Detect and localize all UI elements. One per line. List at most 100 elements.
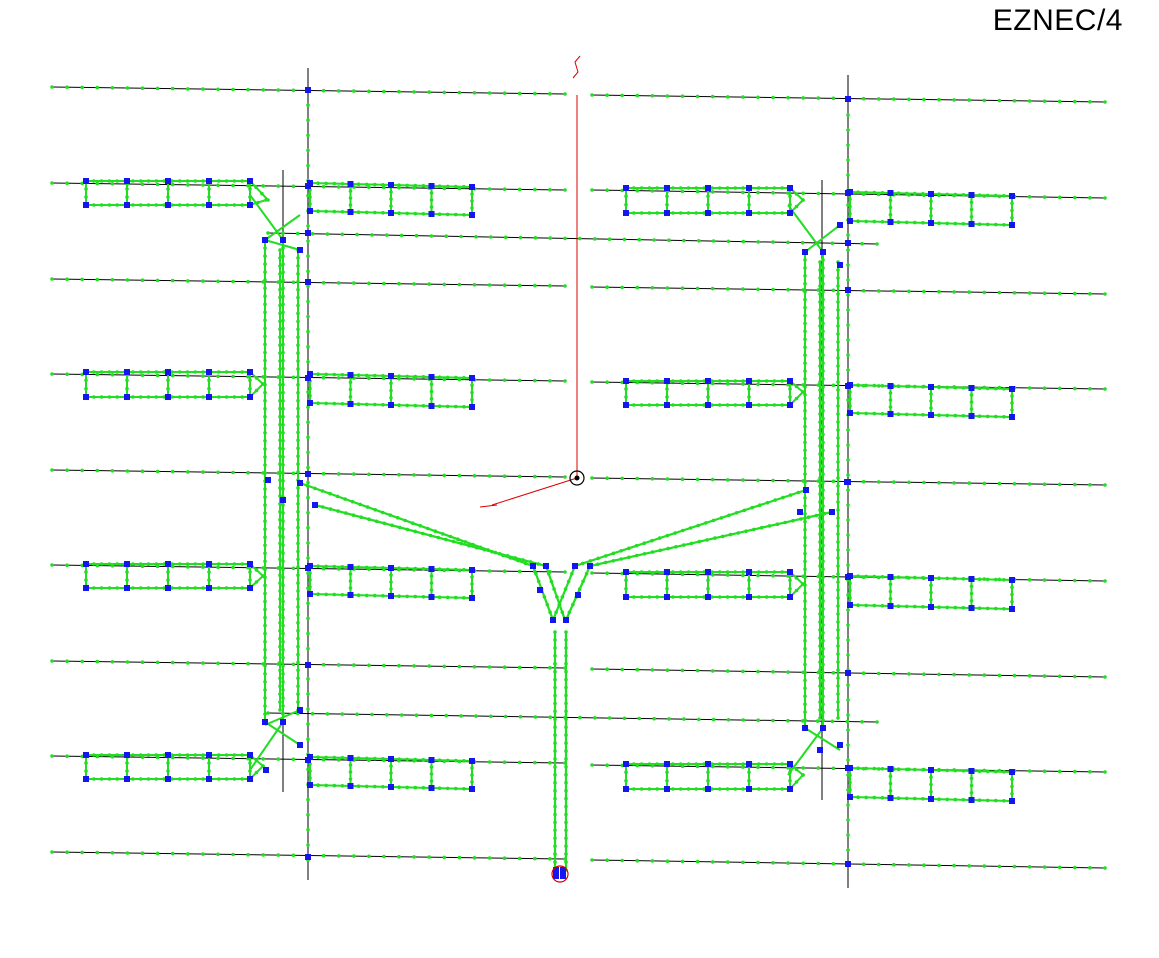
segment-dot [848, 788, 852, 792]
segment-dot [741, 718, 746, 722]
segment-dot [836, 652, 840, 656]
segment-dot [291, 662, 296, 667]
segment-dot [486, 548, 490, 552]
segment-dot [428, 533, 433, 538]
segment-dot [801, 861, 805, 866]
segment-dot [896, 412, 901, 417]
segment-dot [278, 327, 282, 332]
segment-dot [818, 364, 822, 368]
segment-dot [816, 288, 821, 292]
segment-dot [622, 237, 627, 242]
junction-square [705, 210, 711, 216]
segment-dot [276, 88, 281, 92]
junction-square [829, 509, 835, 515]
junction-square [664, 594, 670, 600]
segment-dot [624, 194, 628, 199]
segment-dot [605, 763, 609, 767]
segment-dot [278, 470, 282, 474]
segment-dot [348, 395, 353, 399]
segment-dot [281, 487, 285, 491]
segment-dot [706, 387, 710, 391]
segment-dot [982, 864, 987, 868]
segment-dot [741, 570, 745, 574]
segment-dot [710, 573, 715, 577]
segment-dot [678, 186, 683, 190]
segment-dot [803, 686, 807, 691]
segment-dot [413, 529, 417, 534]
segment-dot [864, 766, 868, 771]
segment-dot [177, 562, 182, 566]
segment-dot [201, 586, 205, 590]
segment-dot [803, 337, 807, 342]
segment-dot [953, 605, 958, 610]
segment-dot [655, 403, 659, 407]
segment-dot [246, 852, 250, 857]
segment-dot [296, 272, 300, 276]
segment-dot [429, 397, 434, 401]
junction-square [165, 202, 171, 208]
segment-dot [922, 863, 926, 867]
segment-dot [263, 704, 267, 708]
segment-dot [340, 712, 345, 716]
segment-dot [694, 211, 699, 215]
segment-dot [296, 398, 300, 403]
segment-dot [281, 639, 285, 644]
segment-dot [138, 753, 143, 757]
segment-dot [278, 454, 282, 459]
segment-dot [367, 89, 371, 94]
segment-dot [437, 595, 442, 599]
segment-dot [590, 763, 594, 767]
segment-dot [138, 777, 143, 781]
junction-square [280, 237, 286, 243]
segment-dot [95, 659, 100, 664]
segment-dot [232, 370, 237, 374]
junction-square [968, 413, 975, 419]
segment-dot [969, 400, 974, 404]
segment-dot [278, 287, 282, 292]
segment-dot [650, 572, 655, 576]
segment-dot [107, 753, 112, 757]
segment-dot [276, 853, 281, 857]
segment-dot [320, 505, 325, 509]
segment-dot [281, 575, 285, 580]
segment-dot [799, 517, 803, 521]
segment-dot [95, 754, 100, 759]
segment-dot [848, 404, 852, 408]
segment-dot [92, 562, 96, 566]
segment-dot [421, 567, 426, 571]
segment-dot [639, 787, 644, 791]
segment-dot [846, 533, 850, 537]
segment-dot [110, 469, 115, 473]
segment-dot [818, 372, 822, 376]
segment-dot [281, 623, 285, 628]
segment-dot [695, 94, 700, 99]
segment-dot [846, 518, 850, 522]
segment-dot [444, 713, 449, 718]
junction-square [845, 670, 851, 676]
segment-dot [553, 630, 557, 634]
segment-dot [771, 95, 775, 100]
segment-dot [982, 194, 987, 198]
segment-dot [821, 313, 825, 318]
segment-dot [711, 518, 716, 523]
segment-dot [502, 474, 507, 479]
junction-square [664, 786, 670, 792]
segment-dot [967, 864, 971, 868]
segment-dot [733, 595, 738, 599]
segment-dot [786, 95, 790, 100]
junction-square [305, 279, 311, 285]
segment-dot [217, 753, 221, 757]
segment-dot [263, 559, 267, 564]
segment-dot [961, 606, 966, 610]
segment-dot [344, 511, 348, 515]
segment-dot [359, 515, 364, 519]
segment-dot [65, 181, 69, 185]
segment-dot [771, 670, 775, 674]
segment-dot [846, 503, 850, 507]
segment-dot [888, 391, 893, 395]
segment-dot [442, 855, 447, 860]
segment-dot [278, 692, 282, 696]
segment-dot [801, 773, 805, 777]
segment-dot [193, 562, 198, 566]
segment-dot [952, 290, 956, 294]
